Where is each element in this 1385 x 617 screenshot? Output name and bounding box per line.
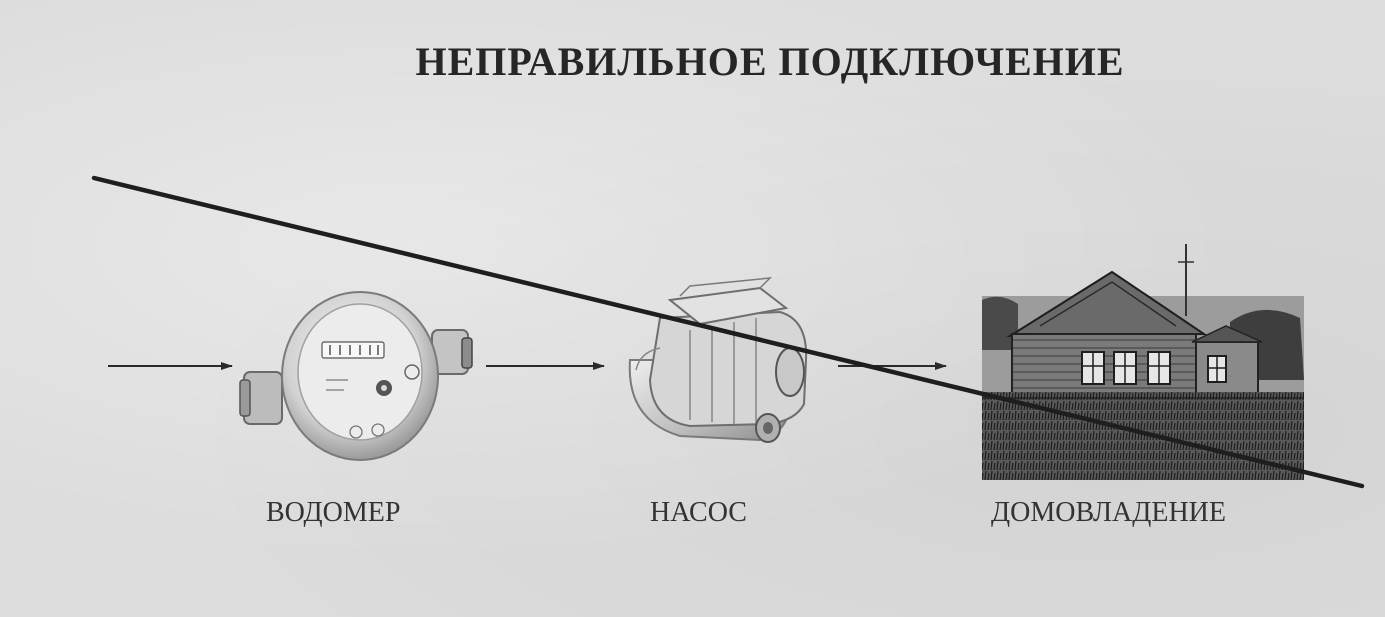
label-pump: НАСОС — [650, 497, 747, 528]
water-meter-icon — [239, 291, 473, 461]
pump-icon — [628, 277, 808, 443]
label-house: ДОМОВЛАДЕНИЕ — [991, 497, 1227, 528]
label-water-meter: ВОДОМЕР — [266, 497, 401, 528]
diagram-title: НЕПРАВИЛЬНОЕ ПОДКЛЮЧЕНИЕ — [415, 39, 1125, 84]
strike-through-line — [91, 175, 1365, 489]
house-icon — [982, 244, 1304, 480]
